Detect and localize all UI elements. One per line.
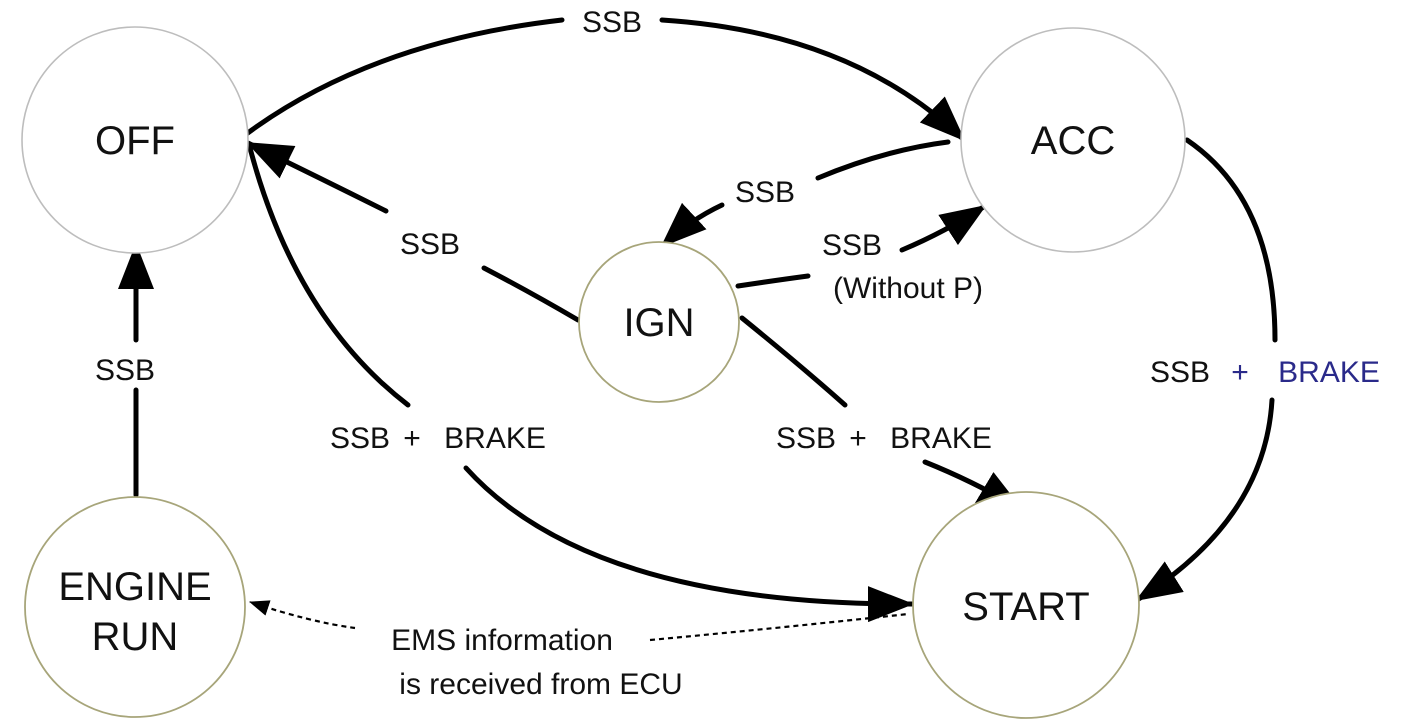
edge-label-ems-info-line1: EMS information — [391, 624, 613, 657]
edge-ign-to-acc-b — [899, 203, 988, 253]
edge-ign-to-off-b — [245, 140, 389, 214]
edge-label-engine-to-off: SSB — [95, 354, 155, 387]
edge-label-acc-to-start-plus: + — [1231, 356, 1249, 389]
edge-label-ign-to-acc-line1: SSB — [822, 229, 882, 262]
edge-acc-to-start-b — [1134, 397, 1275, 603]
edge-label-ign-to-acc-line2: (Without P) — [833, 272, 983, 305]
edge-acc-to-ign-b — [659, 202, 725, 249]
node-ign-label: IGN — [623, 301, 694, 345]
edge-ign-to-start-a — [739, 315, 848, 408]
node-engine-run-label-line1: ENGINE — [58, 565, 211, 609]
node-acc-label: ACC — [1031, 119, 1115, 163]
edge-off-to-start-a — [247, 145, 411, 408]
edge-label-acc-to-start-ssb: SSB — [1150, 356, 1210, 389]
edge-off-to-start-b — [463, 465, 915, 623]
edge-label-off-to-start-ssb: SSB — [330, 422, 390, 455]
edge-label-ign-to-start-plus: + — [849, 422, 867, 455]
edge-label-off-to-start: SSB + BRAKE — [330, 422, 546, 455]
node-start: START — [912, 491, 1140, 719]
edge-off-to-acc-a — [242, 17, 565, 138]
node-acc: ACC — [960, 27, 1186, 253]
node-engine-run: ENGINE RUN — [24, 496, 246, 718]
edge-label-ems-info-line2: is received from ECU — [399, 668, 682, 701]
edge-acc-to-ign-a — [815, 139, 951, 181]
edge-label-ign-to-start-ssb: SSB — [776, 422, 836, 455]
edge-label-off-to-acc: SSB — [582, 6, 642, 39]
edge-label-acc-to-ign: SSB — [735, 176, 795, 209]
edge-label-ign-to-start: SSB + BRAKE — [776, 422, 992, 455]
node-ign: IGN — [578, 241, 740, 403]
edge-label-acc-to-start-brake: BRAKE — [1278, 356, 1380, 389]
edge-start-to-engine-a — [249, 600, 356, 630]
edge-start-to-engine-b — [649, 612, 909, 642]
node-start-label: START — [962, 585, 1089, 629]
edge-label-ems-info: EMS information is received from ECU — [391, 624, 683, 701]
node-off-label: OFF — [95, 119, 175, 163]
edge-ign-to-off-a — [481, 265, 581, 323]
edge-off-to-acc-b — [659, 17, 967, 143]
edge-ign-to-acc-a — [735, 273, 811, 289]
edge-label-ign-to-off: SSB — [400, 228, 460, 261]
edge-label-off-to-start-brake: BRAKE — [444, 422, 546, 455]
edge-label-off-to-start-plus: + — [403, 422, 421, 455]
edge-label-acc-to-start: SSB + BRAKE — [1150, 356, 1380, 389]
node-engine-run-label-line2: RUN — [92, 615, 179, 659]
node-off: OFF — [21, 26, 249, 254]
edge-acc-to-start-a — [1184, 137, 1278, 343]
edge-label-ign-to-start-brake: BRAKE — [890, 422, 992, 455]
